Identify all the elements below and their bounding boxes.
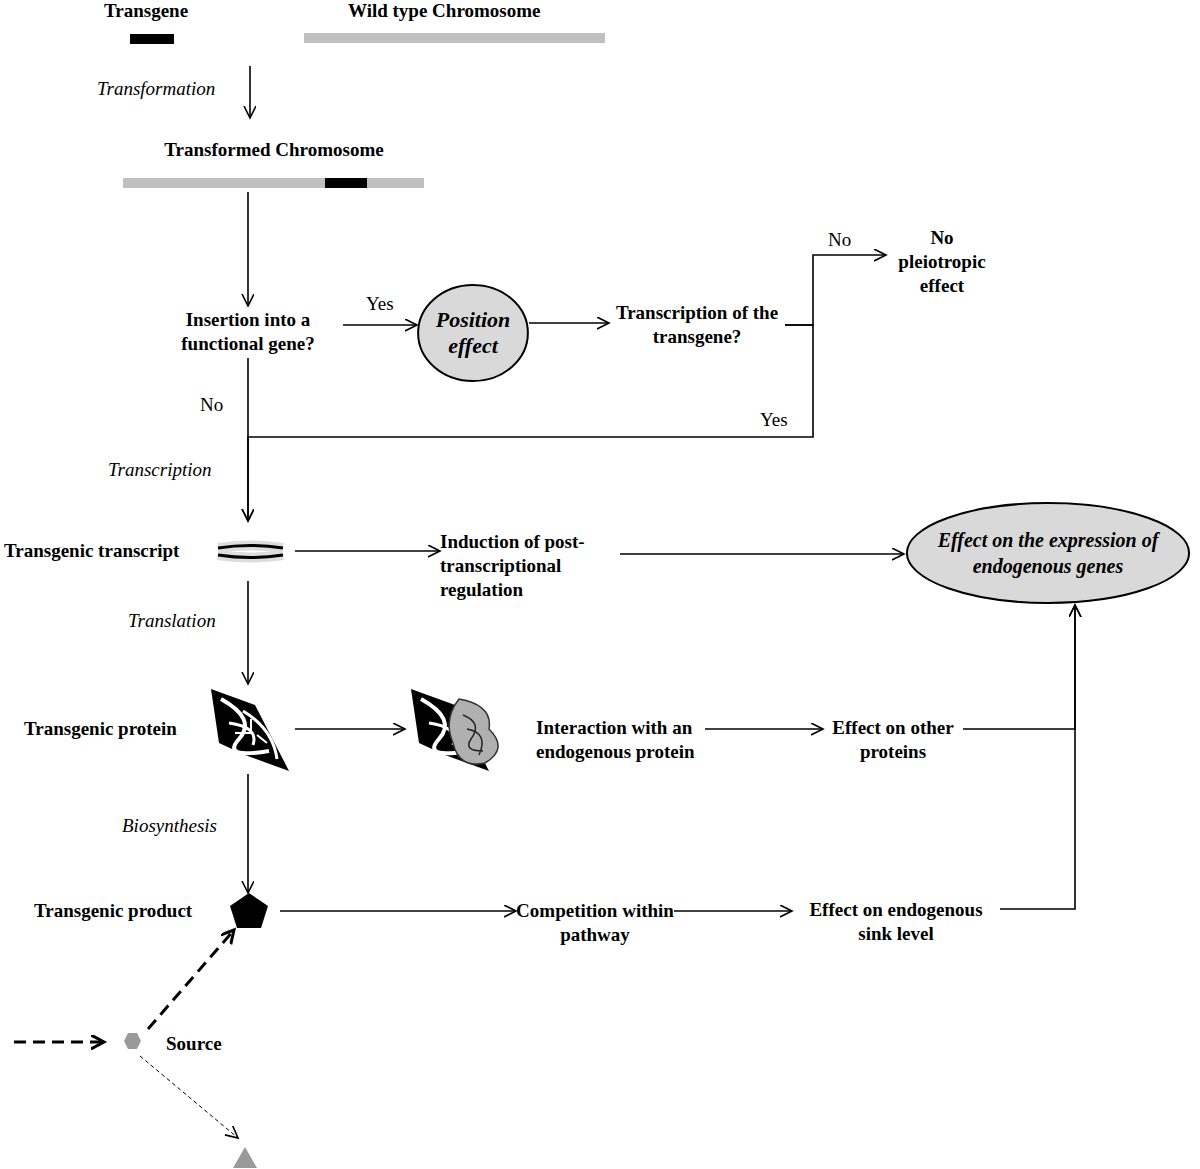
node-text: Competition within pathway xyxy=(516,899,674,947)
edge-label: Translation xyxy=(128,610,216,632)
decision-text: Transcription of the transgene? xyxy=(609,299,785,351)
node-text: Transcription of the transgene? xyxy=(609,301,785,349)
flow-arrow xyxy=(295,550,440,552)
part-label: Transgene xyxy=(104,0,188,22)
flow-arrow xyxy=(1000,605,1075,909)
flow-arrow xyxy=(247,581,249,684)
process-text: Effect on endogenous sink level xyxy=(792,896,1000,948)
source-node: Source xyxy=(115,1029,240,1059)
flow-arrow xyxy=(963,605,1075,729)
edge-label: Yes xyxy=(366,293,394,315)
flow-arrow xyxy=(280,910,516,912)
outcome-text: No pleiotropic effect xyxy=(886,224,998,300)
chromosome-bar xyxy=(123,178,424,188)
transgene-bar xyxy=(325,178,367,188)
protein-node: Transgenic protein xyxy=(20,684,295,774)
decision-text: Insertion into a functional gene? xyxy=(153,306,343,358)
edge-label: No xyxy=(828,229,851,251)
dashed-arrow xyxy=(148,930,234,1029)
side-product-triangle xyxy=(233,1147,257,1168)
flow-arrow xyxy=(247,358,249,521)
node-text: Transgenic protein xyxy=(24,717,295,741)
flow-arrow xyxy=(705,728,823,730)
edge-label: Biosynthesis xyxy=(122,815,217,837)
node-text: Transformed Chromosome xyxy=(120,138,428,162)
node-text: Effect on the expression of endogenous g… xyxy=(904,527,1192,579)
ellipse-outline xyxy=(904,501,1192,605)
interaction-node: Interaction with an endogenous protein xyxy=(405,692,705,788)
transformation-arrow xyxy=(249,66,251,118)
protein-icon xyxy=(211,689,289,771)
process-text: Effect on other proteins xyxy=(823,714,963,766)
node-text: Transgenic transcript xyxy=(4,539,295,563)
transcript-icon xyxy=(218,546,283,558)
step-label: Transformation xyxy=(97,78,215,100)
chromosome-node: Transformed Chromosome xyxy=(120,138,428,192)
product-pentagon xyxy=(230,893,268,928)
chromosome-bar xyxy=(304,33,605,43)
flow-arrow xyxy=(247,192,249,306)
protein-complex-icon xyxy=(411,689,498,771)
node-text: Position effect xyxy=(417,307,529,359)
ellipse-shape xyxy=(907,503,1189,603)
product-node: Transgenic product xyxy=(30,893,280,929)
process-text: Competition within pathway xyxy=(516,897,674,949)
edge-label: No xyxy=(200,394,223,416)
side-arrow xyxy=(140,1056,238,1138)
flow-arrow xyxy=(343,324,417,326)
flow-arrow xyxy=(529,322,609,324)
position-effect-ellipse: Position effect xyxy=(417,283,529,383)
transcript-node: Transgenic transcript xyxy=(2,521,295,581)
node-text: Interaction with an endogenous protein xyxy=(536,716,705,764)
node-text: Insertion into a functional gene? xyxy=(153,308,343,356)
part-label: Wild type Chromosome xyxy=(348,0,540,22)
node-text: Source xyxy=(166,1032,240,1056)
process-text: Induction of post-transcriptional regula… xyxy=(440,528,620,604)
source-hexagon xyxy=(124,1033,141,1049)
flow-arrow xyxy=(247,774,249,893)
effect-ellipse: Effect on the expression of endogenous g… xyxy=(904,501,1192,605)
node-text: Effect on other proteins xyxy=(823,716,963,764)
input-arrow xyxy=(14,1041,104,1044)
node-text: Induction of post-transcriptional regula… xyxy=(440,530,620,602)
flow-arrow xyxy=(674,910,792,912)
step-label: Transcription xyxy=(108,459,211,481)
transgene-bar xyxy=(130,34,174,44)
flow-arrow xyxy=(785,255,886,325)
flow-arrow xyxy=(620,553,904,555)
node-text: Effect on endogenous sink level xyxy=(792,898,1000,946)
edge-label: Yes xyxy=(760,409,788,431)
node-text: No pleiotropic effect xyxy=(886,226,998,298)
node-text: Transgenic product xyxy=(34,899,280,923)
flow-arrow xyxy=(248,325,813,521)
flow-arrow xyxy=(295,728,405,730)
